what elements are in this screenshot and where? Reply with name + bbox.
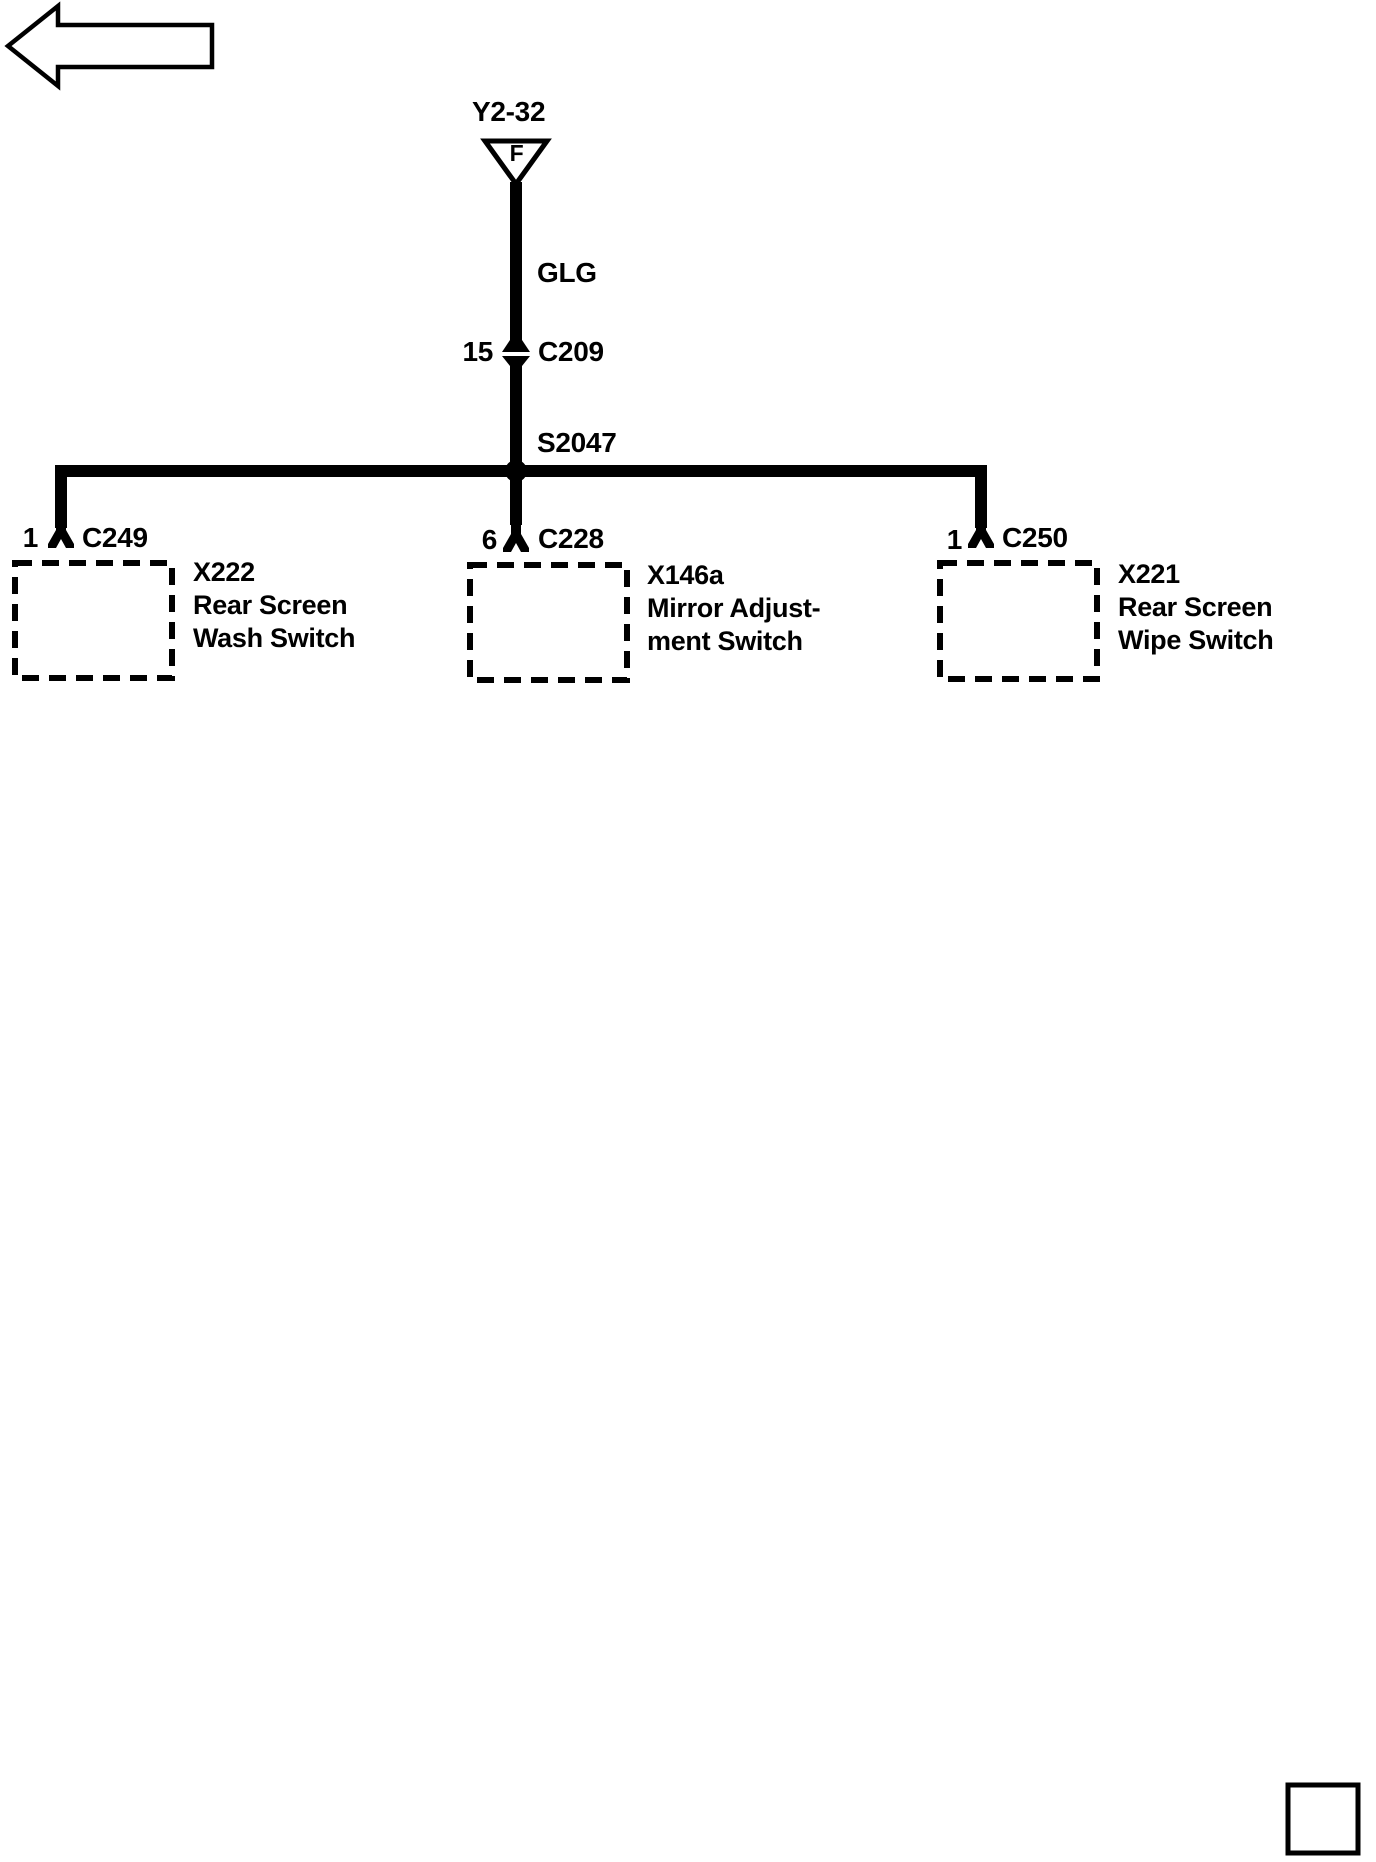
component-name-line1-x146a: Mirror Adjust- xyxy=(647,593,821,623)
component-id-label-x221: X221 xyxy=(1118,559,1180,589)
component-id-label-x222: X222 xyxy=(193,557,255,587)
component-name-line2-x221: Wipe Switch xyxy=(1118,625,1274,655)
power-source-label: Y2-32 xyxy=(472,96,546,127)
power-source-triangle-symbol xyxy=(480,138,552,189)
fuse-letter-label: F xyxy=(509,140,524,166)
branch-connector-label-left: C249 xyxy=(82,522,148,553)
splice-id-label: S2047 xyxy=(537,427,617,458)
branch-pin-label-left: 1 xyxy=(22,522,39,553)
connector-pin-symbol-c250 xyxy=(968,517,994,548)
component-name-line2-x222: Wash Switch xyxy=(193,623,356,653)
connector-pin-symbol-c249 xyxy=(48,517,74,548)
inline-connector-id-label: C209 xyxy=(538,336,604,367)
branch-connector-label-middle: C228 xyxy=(538,523,604,554)
component-name-line1-x221: Rear Screen xyxy=(1118,592,1273,622)
nav-arrow-left-icon[interactable] xyxy=(4,1,215,91)
branch-pin-label-middle: 6 xyxy=(481,524,498,555)
branch-pin-label-right: 1 xyxy=(946,524,963,555)
component-box-x146a xyxy=(467,562,630,683)
inline-connector-c209-symbol-upper xyxy=(502,340,530,352)
component-box-x221 xyxy=(937,560,1100,682)
inline-connector-pin-label: 15 xyxy=(462,336,493,367)
connector-pin-symbol-c228 xyxy=(503,521,529,552)
component-name-line2-x146a: ment Switch xyxy=(647,626,803,656)
wire-code-label: GLG xyxy=(537,257,597,288)
component-id-label-x146a: X146a xyxy=(647,560,724,590)
component-name-line1-x222: Rear Screen xyxy=(193,590,348,620)
component-box-x222 xyxy=(12,560,175,681)
page-end-marker-box xyxy=(1285,1782,1361,1856)
branch-connector-label-right: C250 xyxy=(1002,522,1068,553)
splice-s2047-dot xyxy=(505,460,527,482)
inline-connector-c209-symbol-lower xyxy=(502,356,530,366)
